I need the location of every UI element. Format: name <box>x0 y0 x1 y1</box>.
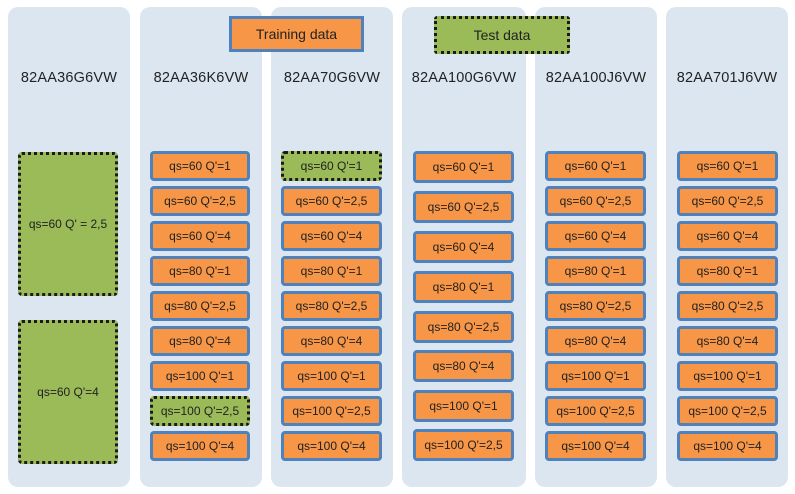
column-title: 82AA70G6VW <box>283 70 381 86</box>
train-box: qs=80 Q'=4 <box>150 326 250 356</box>
column-title: 82AA701J6VW <box>676 70 778 86</box>
train-box: qs=100 Q'=1 <box>413 390 514 422</box>
train-box: qs=60 Q'=4 <box>150 221 250 251</box>
train-box: qs=100 Q'=4 <box>281 431 382 461</box>
train-box: qs=60 Q'=2,5 <box>545 186 646 216</box>
train-box: qs=100 Q'=4 <box>677 431 778 461</box>
train-box: qs=80 Q'=1 <box>677 256 778 286</box>
train-box: qs=60 Q'=4 <box>281 221 382 251</box>
column-title: 82AA100J6VW <box>545 70 647 86</box>
train-box: qs=100 Q'=1 <box>677 361 778 391</box>
train-box: qs=100 Q'=2,5 <box>413 429 514 461</box>
train-box: qs=100 Q'=1 <box>281 361 382 391</box>
train-box: qs=60 Q'=2,5 <box>413 191 514 223</box>
train-box: qs=100 Q'=1 <box>545 361 646 391</box>
train-box: qs=80 Q'=2,5 <box>677 291 778 321</box>
train-box: qs=100 Q'=2,5 <box>545 396 646 426</box>
train-box: qs=60 Q'=2,5 <box>677 186 778 216</box>
train-box: qs=60 Q'=4 <box>677 221 778 251</box>
train-box: qs=80 Q'=4 <box>413 350 514 382</box>
train-box: qs=80 Q'=4 <box>677 326 778 356</box>
train-box: qs=60 Q'=2,5 <box>150 186 250 216</box>
train-box: qs=60 Q'=4 <box>413 231 514 263</box>
column-panel-0: 82AA36G6VW qs=60 Q' = 2,5 qs=60 Q'=4 <box>8 7 130 487</box>
train-box: qs=60 Q'=1 <box>545 151 646 181</box>
train-box: qs=100 Q'=4 <box>150 431 250 461</box>
train-box: qs=60 Q'=1 <box>413 151 514 183</box>
train-box: qs=60 Q'=1 <box>150 151 250 181</box>
train-box: qs=80 Q'=1 <box>545 256 646 286</box>
train-box: qs=80 Q'=2,5 <box>413 311 514 343</box>
column-panel-4: 82AA100J6VW qs=60 Q'=1 qs=60 Q'=2,5 qs=6… <box>535 7 657 487</box>
train-box: qs=100 Q'=1 <box>150 361 250 391</box>
train-box: qs=80 Q'=1 <box>413 271 514 303</box>
test-box: qs=60 Q' = 2,5 <box>18 152 118 296</box>
train-box: qs=80 Q'=4 <box>281 326 382 356</box>
column-panel-5: 82AA701J6VW qs=60 Q'=1 qs=60 Q'=2,5 qs=6… <box>666 7 788 487</box>
column-panel-1: 82AA36K6VW qs=60 Q'=1 qs=60 Q'=2,5 qs=60… <box>140 7 262 487</box>
column-title: 82AA100G6VW <box>411 70 517 86</box>
test-box: qs=100 Q'=2,5 <box>150 396 250 426</box>
column-panel-3: 82AA100G6VW qs=60 Q'=1 qs=60 Q'=2,5 qs=6… <box>402 7 526 487</box>
test-box: qs=60 Q'=1 <box>281 151 382 181</box>
train-box: qs=60 Q'=2,5 <box>281 186 382 216</box>
train-box: qs=60 Q'=4 <box>545 221 646 251</box>
train-box: qs=100 Q'=2,5 <box>281 396 382 426</box>
train-box: qs=80 Q'=2,5 <box>150 291 250 321</box>
column-title: 82AA36K6VW <box>153 70 249 86</box>
train-box: qs=80 Q'=1 <box>281 256 382 286</box>
train-box: qs=100 Q'=4 <box>545 431 646 461</box>
train-box: qs=100 Q'=2,5 <box>677 396 778 426</box>
column-panel-2: 82AA70G6VW qs=60 Q'=1 qs=60 Q'=2,5 qs=60… <box>271 7 393 487</box>
train-box: qs=80 Q'=2,5 <box>281 291 382 321</box>
train-box: qs=60 Q'=1 <box>677 151 778 181</box>
train-box: qs=80 Q'=2,5 <box>545 291 646 321</box>
legend-training-data: Training data <box>229 16 364 52</box>
column-title: 82AA36G6VW <box>20 70 118 86</box>
test-box: qs=60 Q'=4 <box>18 320 118 464</box>
legend-test-data: Test data <box>434 16 570 54</box>
train-box: qs=80 Q'=4 <box>545 326 646 356</box>
train-box: qs=80 Q'=1 <box>150 256 250 286</box>
